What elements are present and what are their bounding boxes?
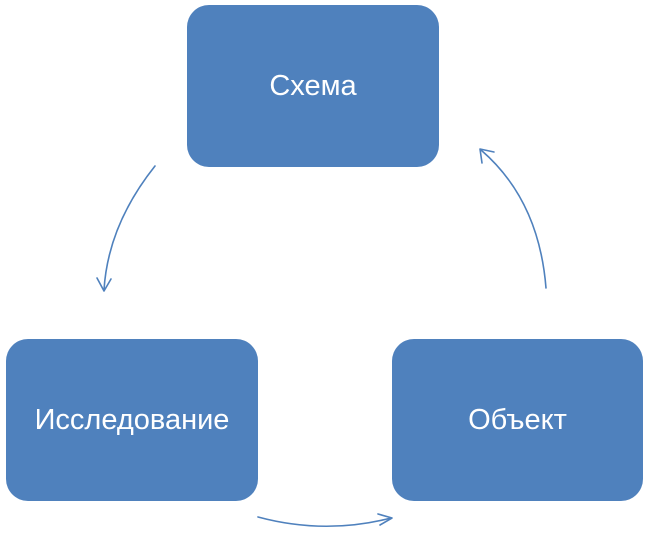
- arrow-research-to-object: [257, 513, 393, 528]
- arrow-schema-to-research: [96, 165, 156, 292]
- node-research-label: Исследование: [34, 403, 230, 436]
- node-schema-label: Схема: [269, 69, 357, 102]
- node-research: Исследование: [6, 339, 258, 501]
- node-object-label: Объект: [468, 403, 567, 436]
- arrow-object-to-schema: [479, 148, 547, 289]
- node-object: Объект: [392, 339, 643, 501]
- node-schema: Схема: [187, 5, 439, 167]
